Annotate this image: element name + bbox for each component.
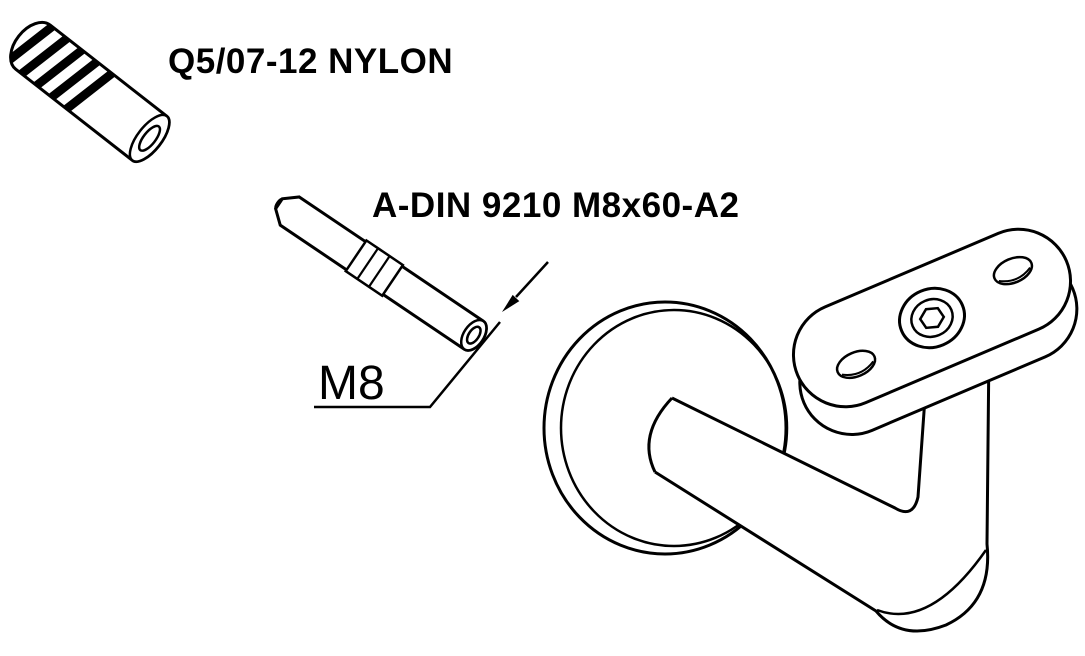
threaded-stud-drawing (273, 195, 488, 352)
dimension-arrow-line (515, 261, 549, 298)
anchor-hole (137, 124, 162, 152)
stud-tip-face (274, 197, 283, 210)
arm-outer-edge (654, 344, 991, 633)
elbow-seam (876, 549, 988, 616)
center-screw (898, 286, 966, 350)
screw-hole-right (992, 255, 1034, 286)
handrail-bracket-drawing (542, 227, 1079, 633)
anchor-ribs (3, 23, 116, 112)
nylon-anchor-drawing (3, 20, 171, 164)
stud-part-label: A-DIN 9210 M8x60-A2 (372, 186, 740, 225)
arm-base-seam (647, 396, 674, 473)
m8-dimension-leader (314, 261, 549, 409)
screw-hole-right-depth (998, 267, 1031, 283)
dimension-leader-line (314, 321, 501, 409)
mounting-plate (791, 227, 1079, 436)
stud-thread-collar (344, 238, 405, 298)
dimension-arrowhead (502, 294, 520, 312)
m8-dimension-label: M8 (318, 357, 385, 410)
hex-socket (918, 306, 946, 330)
screw-hole-left (835, 349, 877, 380)
stud-end-hole (465, 325, 482, 345)
arm-upper-edge (671, 354, 930, 514)
arm-silhouette (648, 345, 989, 632)
bracket-arm (647, 344, 991, 633)
screw-hole-left-depth (841, 360, 875, 377)
anchor-part-label: Q5/07-12 NYLON (168, 42, 454, 81)
